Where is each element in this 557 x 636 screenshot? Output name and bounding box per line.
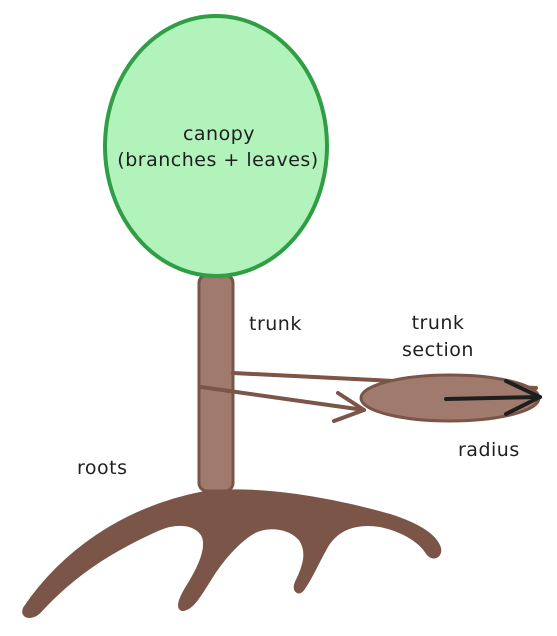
trunk-shape [197, 273, 235, 493]
projection-arrowhead [332, 391, 366, 423]
trunk-section-label-line2: section [402, 339, 474, 361]
projection-line-bottom [199, 385, 366, 412]
radius-arrowhead [504, 379, 542, 416]
radius-arrow-line [444, 395, 542, 401]
roots-shape [22, 489, 442, 618]
radius-label: radius [458, 439, 520, 461]
canopy-label-line2: (branches + leaves) [117, 149, 318, 171]
trunk-section-label-line1: trunk [412, 312, 465, 334]
trunk-label: trunk [249, 313, 302, 335]
canopy-shape [103, 14, 329, 278]
roots-label: roots [77, 457, 128, 479]
canopy-label-line1: canopy [183, 123, 255, 145]
